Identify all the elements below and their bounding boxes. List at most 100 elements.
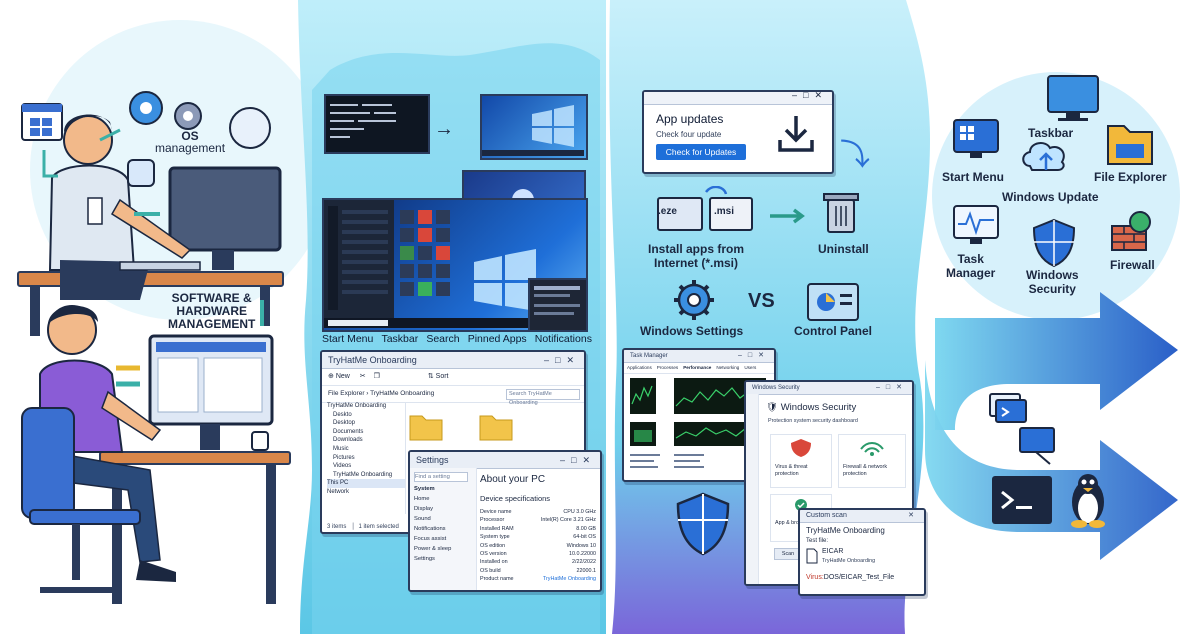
feature-windows-security: Windows Security <box>1026 268 1079 296</box>
security-label-2: Security <box>1028 282 1076 296</box>
task-manager-label-2: Manager <box>946 266 996 280</box>
virus-prefix: Virus: <box>806 574 824 581</box>
settings-nav-item[interactable]: Display <box>414 506 434 512</box>
custom-scan-titlebar: Custom scan ✕ <box>800 510 924 523</box>
new-button[interactable]: ⊕ New <box>328 373 350 380</box>
spec-value: 10.0.22000 <box>569 551 596 558</box>
sw-label-2: HARDWARE <box>176 304 247 318</box>
tab-applications[interactable]: Applications <box>627 365 652 370</box>
device-specs-heading: Device specifications <box>480 494 551 503</box>
sort-button[interactable]: ⇅ Sort <box>427 373 449 380</box>
tree-item[interactable]: Documents <box>333 428 364 435</box>
new-label: New <box>335 373 350 380</box>
file-icon <box>806 548 818 564</box>
window-controls-icon[interactable]: –□✕ <box>792 90 828 100</box>
tab-processes[interactable]: Processes <box>656 365 679 370</box>
feature-task-manager: Task Manager <box>946 252 995 280</box>
file-explorer-title: TryHatMe Onboarding <box>328 355 417 365</box>
spec-key: Product name <box>480 576 514 583</box>
tree-item[interactable]: Pictures <box>333 454 355 461</box>
tree-item[interactable]: Videos <box>333 463 352 470</box>
security-heading: 🛡 Windows Security <box>766 402 856 413</box>
tab-performance[interactable]: Performance <box>683 365 712 370</box>
virus-protection-tile[interactable]: Virus & threat protection <box>770 434 832 488</box>
feature-windows-update: Windows Update <box>1002 190 1099 204</box>
window-controls-icon[interactable]: –□✕ <box>738 352 770 359</box>
tree-item[interactable]: Deskto <box>333 411 352 418</box>
tab-networking[interactable]: Networking <box>716 365 740 370</box>
download-icon <box>778 116 814 152</box>
gear-icon <box>674 280 714 320</box>
wifi-icon <box>860 442 884 456</box>
folder-icons <box>409 415 513 441</box>
tree-item[interactable]: TryHatMe Onboarding <box>327 403 387 409</box>
terminal-lines <box>330 104 396 138</box>
control-panel-icon <box>807 283 859 321</box>
address-bar[interactable]: File Explorer › TryHatMe Onboarding <box>328 390 435 397</box>
security-subtitle: Protection system security dashboard <box>768 418 858 424</box>
status-bar: 3 items │ 1 item selected <box>327 524 399 530</box>
task-manager-label-1: Task <box>957 252 984 266</box>
win-desktop-preview <box>480 94 588 160</box>
terminal-and-linux-icons <box>989 393 1105 528</box>
settings-section: System <box>414 486 435 492</box>
search-box[interactable]: Search TryHatMe Onboarding <box>506 389 580 406</box>
about-heading: About your PC <box>480 474 546 485</box>
virus-detection: Virus:DOS/EICAR_Test_File <box>806 574 894 581</box>
tree-item[interactable]: Desktop <box>333 420 356 427</box>
spec-key: OS version <box>480 551 507 558</box>
settings-nav-item[interactable]: Home <box>414 496 430 502</box>
window-controls-icon[interactable]: –□✕ <box>544 355 580 365</box>
settings-nav-item[interactable]: Focus assist <box>414 536 447 542</box>
spec-key: OS build <box>480 567 501 574</box>
curved-arrow-icon: ⤵ <box>840 139 870 172</box>
spec-key: Device name <box>480 509 512 515</box>
settings-nav-item[interactable]: Power & sleep <box>414 546 452 552</box>
ext-eze: .eze <box>658 206 677 217</box>
app-updates-title: App updates <box>656 112 724 126</box>
window-controls-icon[interactable]: –□✕ <box>876 384 908 391</box>
install-files-art <box>657 186 859 233</box>
task-manager-title: Task Manager <box>630 353 668 359</box>
arrow-right-icon: → <box>434 118 454 140</box>
status-items: 3 items <box>327 524 347 530</box>
spec-value: 22000.1 <box>576 567 597 574</box>
settings-nav-item[interactable]: Settings <box>414 556 435 562</box>
window-controls-icon[interactable]: –□✕ <box>560 455 596 465</box>
security-sidebar <box>746 394 759 584</box>
tree-item[interactable]: Music <box>333 445 349 452</box>
install-label: Install apps from Internet (*.msi) <box>648 242 744 270</box>
tree-item[interactable]: This PC <box>327 479 405 488</box>
tab-users[interactable]: Users <box>744 365 757 370</box>
spec-value: 2/22/2022 <box>572 559 596 566</box>
settings-title: Settings <box>416 455 449 465</box>
settings-titlebar: Settings –□✕ <box>410 452 600 469</box>
settings-nav: Find a setting System Home Display Sound… <box>410 468 477 590</box>
security-titlebar-text: Windows Security <box>752 385 800 391</box>
virus-shield-icon <box>791 439 811 457</box>
ext-msi: .msi <box>714 206 735 217</box>
settings-nav-item[interactable]: Sound <box>414 516 431 522</box>
security-titlebar: Windows Security –□✕ <box>746 382 912 395</box>
find-setting-input[interactable]: Find a setting <box>414 472 468 482</box>
app-updates-window: –□✕ App updates Check four update Check … <box>642 90 834 174</box>
cut-icon[interactable]: ✂ <box>359 373 366 380</box>
feature-firewall: Firewall <box>1110 258 1155 272</box>
firewall-tile[interactable]: Firewall & network protection <box>838 434 906 488</box>
copy-icon[interactable]: ❐ <box>373 373 380 380</box>
spec-row: OS build 22000.1 <box>480 567 596 575</box>
tree-item[interactable]: Downloads <box>333 437 363 444</box>
label-pinned-apps: Pinned Apps <box>467 333 527 345</box>
tree-item[interactable]: Network <box>327 488 350 495</box>
test-file-label: Test file: <box>806 538 829 544</box>
settings-nav-item[interactable]: Notifications <box>414 526 446 532</box>
settings-window: Settings –□✕ Find a setting System Home … <box>408 450 602 592</box>
check-updates-button[interactable]: Check for Updates <box>656 144 746 160</box>
close-icon[interactable]: ✕ <box>908 512 920 519</box>
firewall-tile-label: Firewall & network protection <box>843 464 888 477</box>
tree-item[interactable]: TryHatMe Onboarding <box>333 471 393 478</box>
